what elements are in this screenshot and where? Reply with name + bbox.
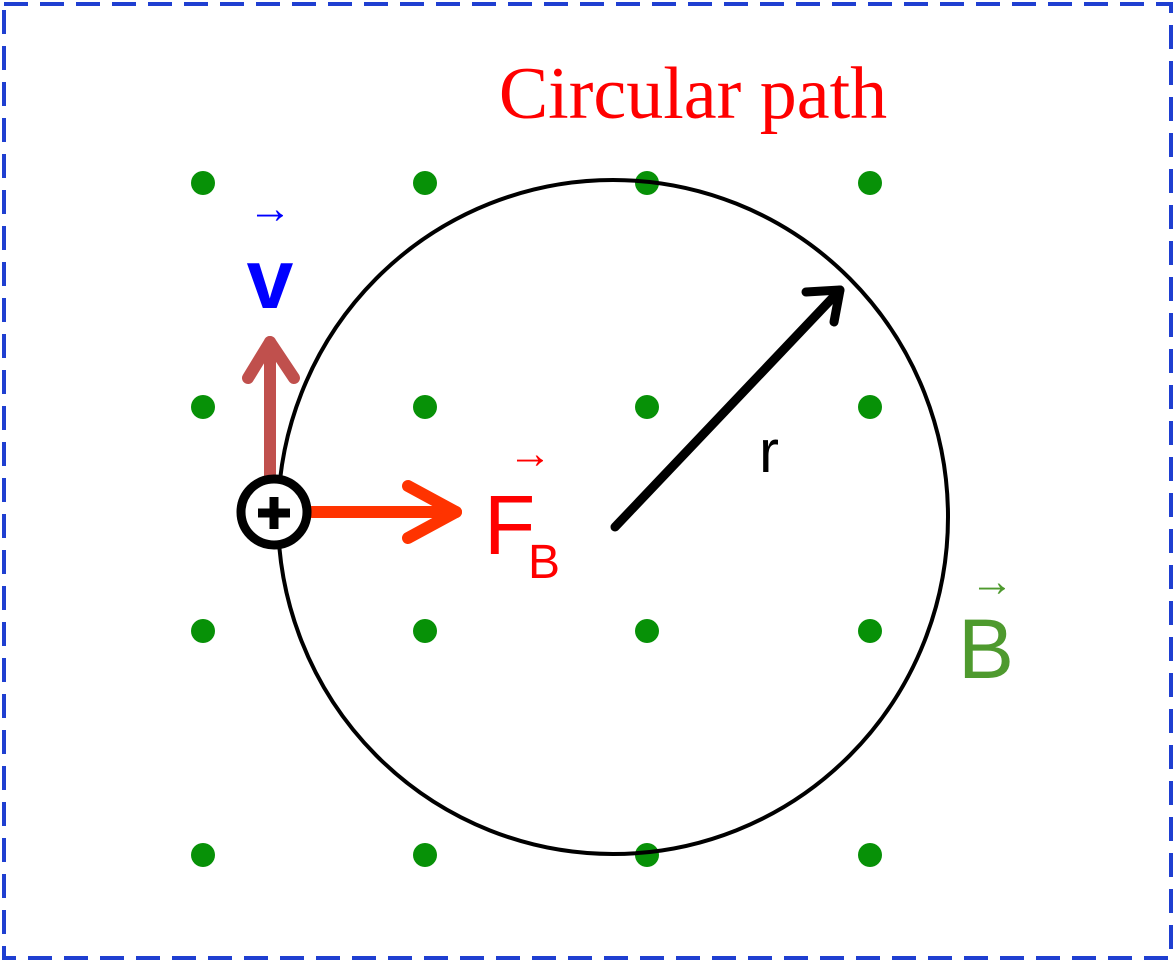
field-dot xyxy=(191,843,215,867)
positive-charge xyxy=(236,474,312,550)
field-dot xyxy=(858,171,882,195)
field-dot xyxy=(191,171,215,195)
field-dot xyxy=(413,395,437,419)
field-dot xyxy=(635,843,659,867)
velocity-label: v xyxy=(247,232,294,326)
field-dot xyxy=(413,843,437,867)
field-dot xyxy=(635,619,659,643)
field-dot xyxy=(191,619,215,643)
field-dot xyxy=(858,619,882,643)
field-vector-arrow: → xyxy=(970,557,1014,606)
field-dots xyxy=(191,171,882,867)
field-dot xyxy=(191,395,215,419)
force-arrow xyxy=(306,480,462,544)
radius-label: r xyxy=(759,418,779,485)
force-vector-arrow: → xyxy=(508,429,552,478)
field-dot xyxy=(858,395,882,419)
field-dot xyxy=(413,619,437,643)
velocity-arrow xyxy=(242,336,300,482)
field-label: B xyxy=(958,602,1014,696)
radius-arrow xyxy=(610,285,845,532)
force-label: F xyxy=(484,478,535,572)
field-dot xyxy=(858,843,882,867)
force-label-subscript: B xyxy=(528,536,560,589)
velocity-vector-arrow: → xyxy=(248,184,292,233)
diagram-title: Circular path xyxy=(499,53,887,135)
field-dot xyxy=(413,171,437,195)
field-dot xyxy=(635,395,659,419)
